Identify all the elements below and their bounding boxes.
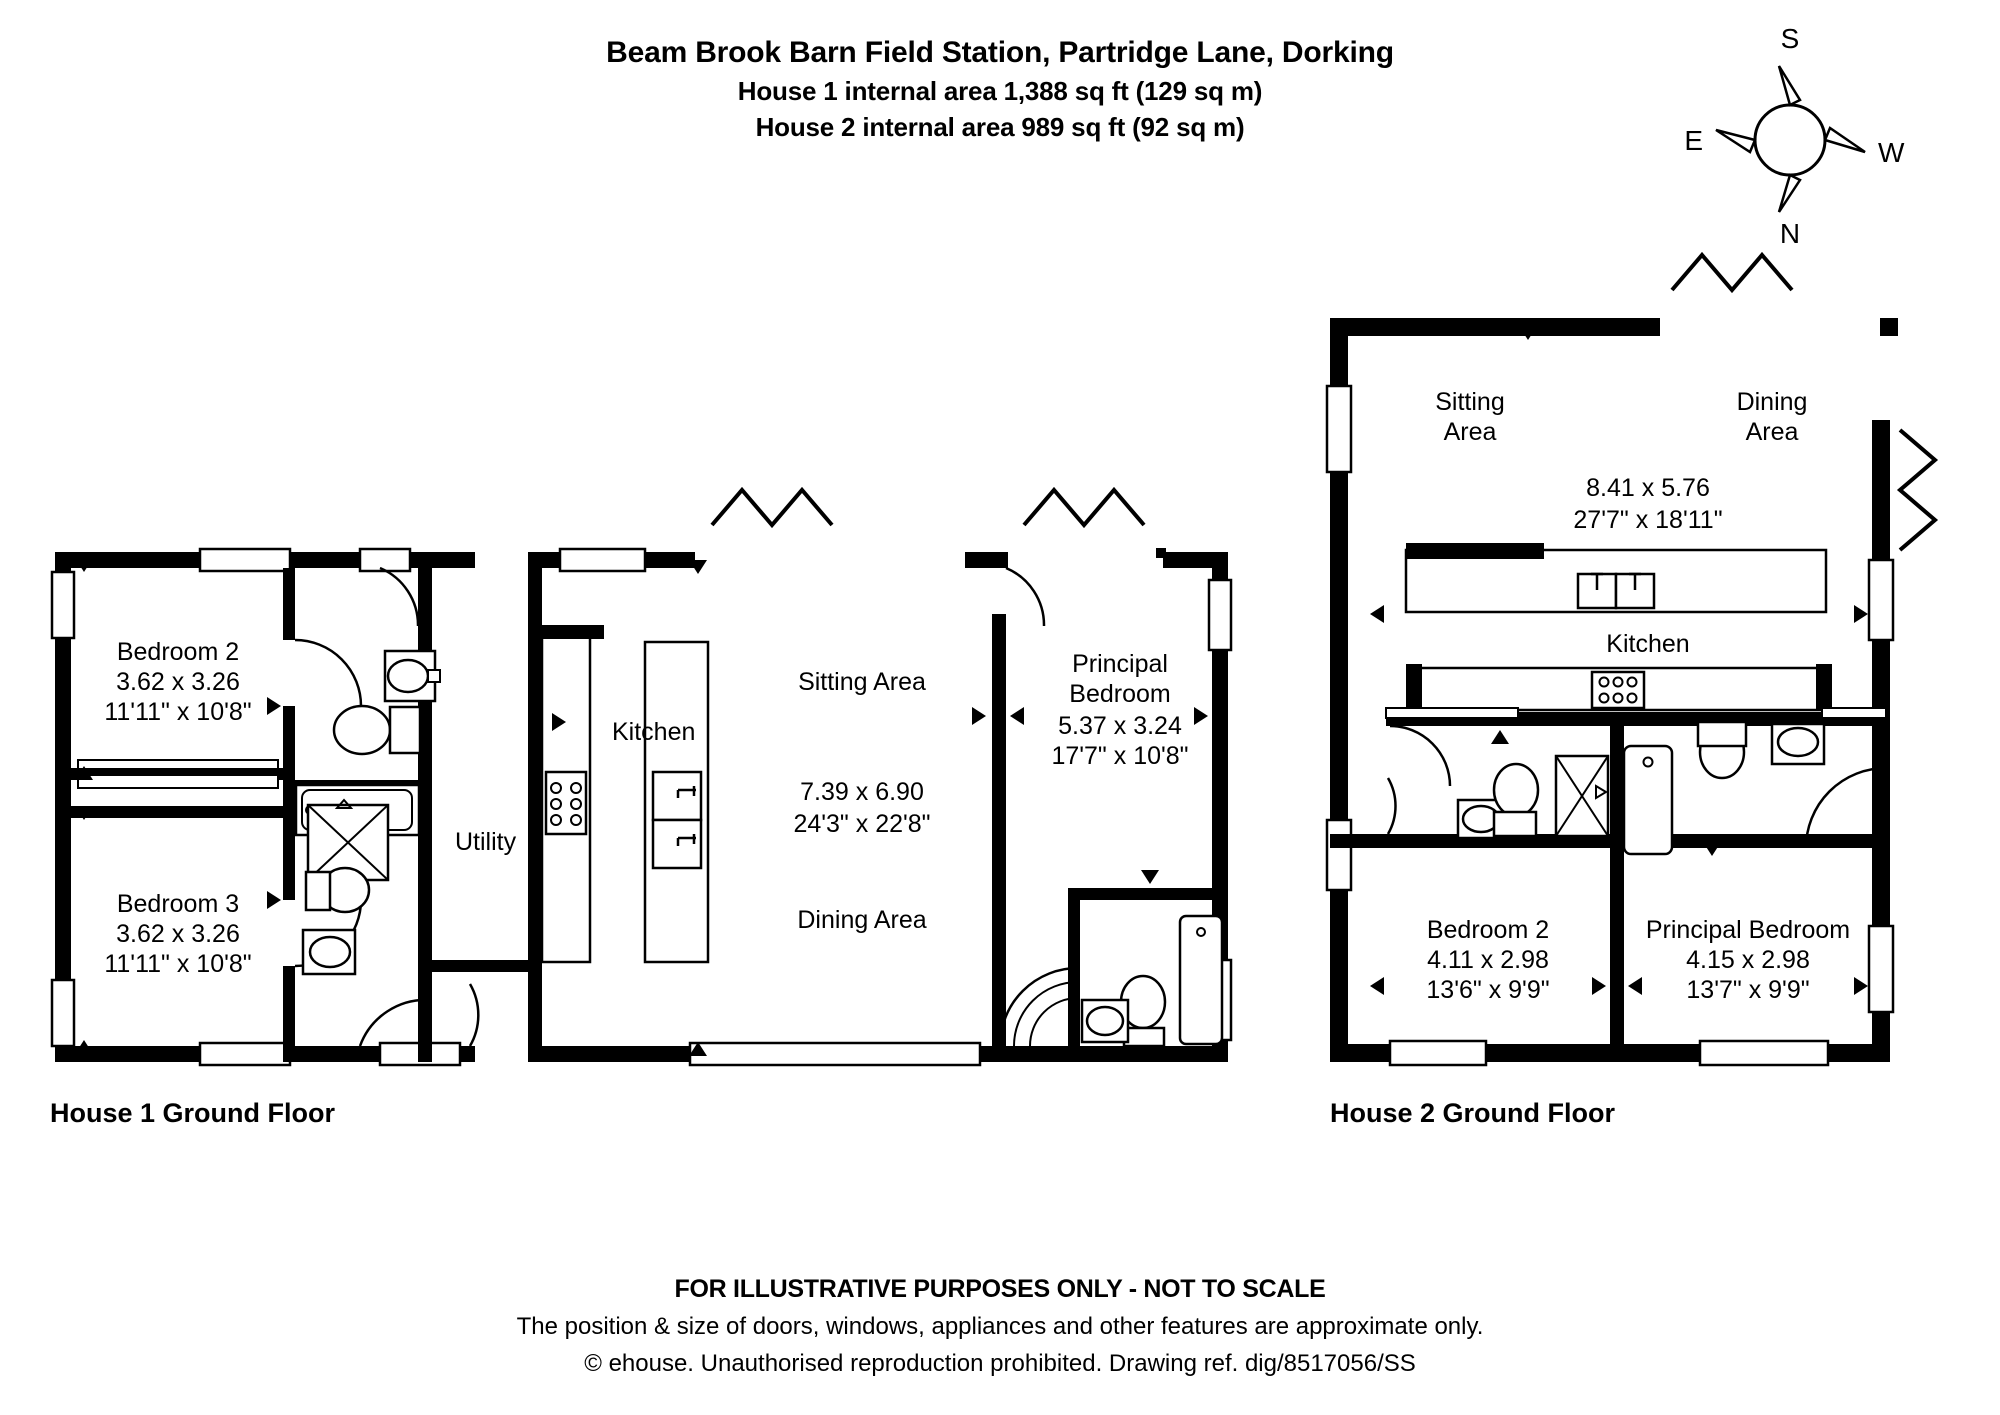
room-dim-metric: 4.11 x 2.98 — [1427, 946, 1549, 974]
kitchen-counter-upper-h2 — [1404, 543, 1828, 614]
footer-copyright: © ehouse. Unauthorised reproduction proh… — [584, 1350, 1416, 1377]
room-label-h2-dining-line1: Dining — [1737, 388, 1808, 416]
room-name: Bedroom 2 — [1427, 916, 1549, 944]
room-dim-h1-living-imperial: 24'3" x 22'8" — [793, 810, 930, 838]
room-dim-h2-living-imperial: 27'7" x 18'11" — [1573, 506, 1722, 534]
room-dim-metric: 3.62 x 3.26 — [116, 920, 240, 948]
fixture-basin-h1-shower — [301, 928, 357, 976]
room-label-h1-kitchen: Kitchen — [612, 718, 695, 746]
room-dim-h1-principal-metric: 5.37 x 3.24 — [1058, 712, 1182, 740]
house-2-floor-label: House 2 Ground Floor — [1330, 1098, 1616, 1128]
compass-label-south: S — [1781, 23, 1800, 54]
room-label-h2-sitting-line1: Sitting — [1435, 388, 1504, 416]
house-2-area-subtitle: House 2 internal area 989 sq ft (92 sq m… — [755, 112, 1245, 142]
kitchen-units-h1 — [540, 625, 604, 964]
room-label-h1-sitting-area: Sitting Area — [798, 668, 926, 696]
fixture-basin-h1-bath-upper — [383, 649, 441, 703]
fixture-wc-h1-bath-upper — [332, 704, 422, 756]
room-dim-h1-living-metric: 7.39 x 6.90 — [800, 778, 924, 806]
room-dim-imperial: 13'7" x 9'9" — [1686, 976, 1809, 1004]
room-dim-h2-living-metric: 8.41 x 5.76 — [1586, 474, 1710, 502]
room-dim-imperial: 13'6" x 9'9" — [1426, 976, 1549, 1004]
house-1-plan: Bedroom 2 3.62 x 3.26 11'11" x 10'8" Bed… — [50, 486, 1233, 1067]
room-label-h2-kitchen: Kitchen — [1606, 630, 1689, 658]
bathroom-fixtures-h2 — [1456, 720, 1826, 856]
ensuite-fixtures-h1 — [998, 914, 1224, 1048]
room-label-h1-bedroom-3: Bedroom 3 3.62 x 3.26 11'11" x 10'8" — [104, 890, 251, 978]
room-label-h1-principal-line2: Bedroom — [1069, 680, 1170, 708]
footer-note: The position & size of doors, windows, a… — [516, 1313, 1484, 1340]
house-1-floor-label: House 1 Ground Floor — [50, 1098, 336, 1128]
room-name: Bedroom 3 — [117, 890, 239, 918]
page-title: Beam Brook Barn Field Station, Partridge… — [606, 36, 1394, 69]
compass-label-north: N — [1780, 218, 1800, 249]
room-label-h2-principal-bedroom: Principal Bedroom 4.15 x 2.98 13'7" x 9'… — [1646, 916, 1850, 1004]
room-label-h2-bedroom-2: Bedroom 2 4.11 x 2.98 13'6" x 9'9" — [1426, 916, 1549, 1004]
room-label-h1-bedroom-2: Bedroom 2 3.62 x 3.26 11'11" x 10'8" — [104, 638, 251, 726]
room-label-h1-dining-area: Dining Area — [797, 906, 926, 934]
kitchen-island-h1 — [643, 640, 710, 964]
compass-label-west: W — [1878, 137, 1905, 168]
kitchen-counter-lower-h2 — [1406, 664, 1832, 712]
room-label-h2-sitting-line2: Area — [1444, 418, 1497, 446]
footer-disclaimer: FOR ILLUSTRATIVE PURPOSES ONLY - NOT TO … — [674, 1275, 1326, 1303]
room-dim-metric: 3.62 x 3.26 — [116, 668, 240, 696]
room-dim-h1-principal-imperial: 17'7" x 10'8" — [1051, 742, 1188, 770]
room-name: Bedroom 2 — [117, 638, 239, 666]
compass-rose: S N E W — [1684, 23, 1905, 249]
room-dim-metric: 4.15 x 2.98 — [1686, 946, 1810, 974]
room-dim-imperial: 11'11" x 10'8" — [104, 698, 251, 726]
house-2-plan: Sitting Area Dining Area 8.41 x 5.76 27'… — [1325, 251, 1939, 1067]
room-label-h1-utility: Utility — [455, 828, 517, 856]
room-label-h1-principal-line1: Principal — [1072, 650, 1168, 678]
compass-label-east: E — [1684, 125, 1703, 156]
fixture-wc-h1-shower — [304, 866, 371, 914]
room-label-h2-dining-line2: Area — [1746, 418, 1799, 446]
room-name: Principal Bedroom — [1646, 916, 1850, 944]
house-1-area-subtitle: House 1 internal area 1,388 sq ft (129 s… — [737, 76, 1263, 106]
room-dim-imperial: 11'11" x 10'8" — [104, 950, 251, 978]
